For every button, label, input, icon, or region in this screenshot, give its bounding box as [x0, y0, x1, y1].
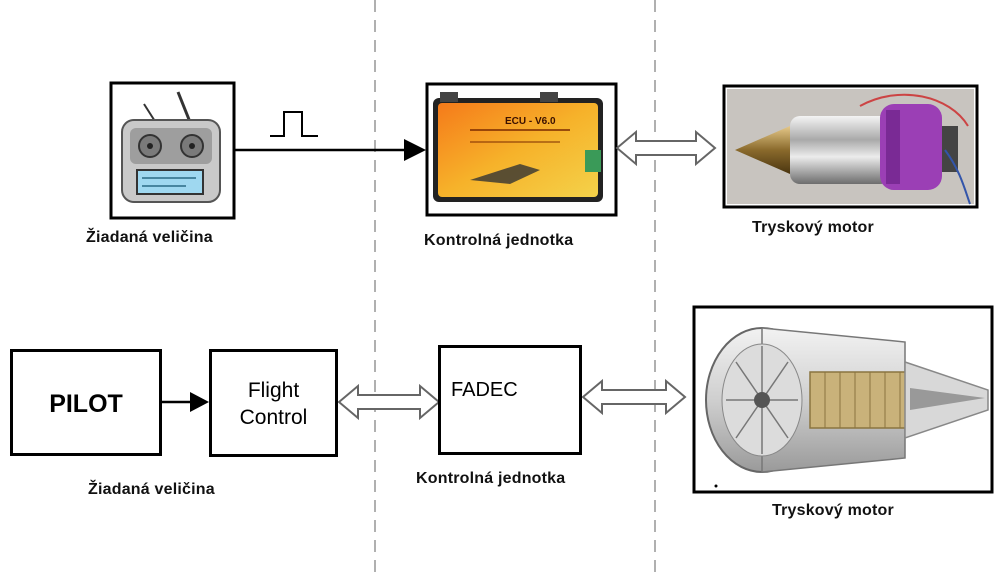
top-engine-label: Tryskový motor — [752, 219, 874, 236]
bottom-engine-label: Tryskový motor — [772, 502, 894, 519]
double-arrow-bottom-right — [581, 378, 687, 416]
bottom-controller-label: Kontrolná jednotka — [416, 470, 566, 487]
flight-control-line2: Control — [239, 406, 308, 429]
pulse-signal-icon — [270, 111, 318, 137]
double-arrow-top — [615, 129, 717, 167]
rc-transmitter-icon — [121, 91, 221, 203]
flight-control-line1: Flight — [247, 379, 300, 402]
top-input-label: Žiadaná veličina — [86, 229, 213, 246]
signal-arrowhead — [404, 139, 426, 161]
pilot-arrowhead — [190, 392, 209, 412]
fadec-box: FADEC — [438, 345, 582, 455]
pilot-box: PILOT — [10, 349, 162, 456]
jet-engine-photo-icon — [727, 89, 974, 205]
fadec-label: FADEC — [451, 379, 518, 401]
double-arrow-bottom-left — [337, 383, 441, 421]
top-controller-label: Kontrolná jednotka — [424, 232, 574, 249]
bottom-input-label: Žiadaná veličina — [88, 481, 215, 498]
flight-control-box: Flight Control — [209, 349, 338, 457]
ecu-unit-icon: ECU - V6.0 — [433, 92, 603, 202]
turbofan-cutaway-icon — [705, 327, 989, 488]
pilot-label: PILOT — [49, 390, 123, 418]
ecu-device-text: ECU - V6.0 — [505, 116, 556, 127]
